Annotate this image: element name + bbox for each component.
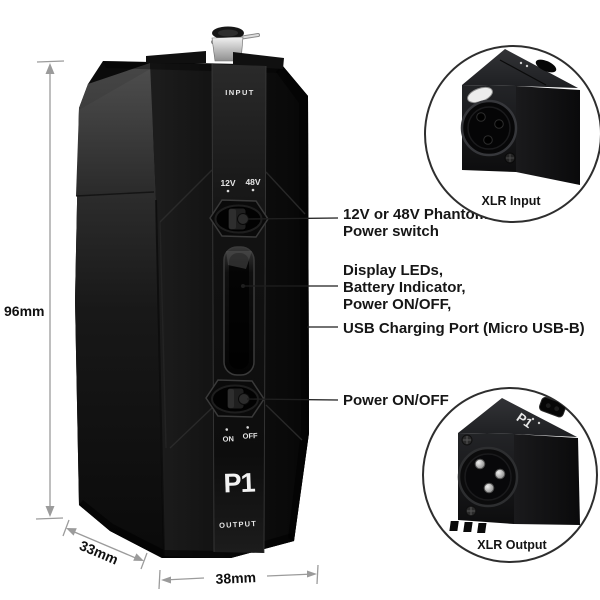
annotation-line: Power ON/OFF,: [343, 296, 451, 313]
dimension-depth-label: 33mm: [77, 537, 121, 568]
label-off: OFF: [242, 431, 258, 441]
device-side-facet: [76, 68, 154, 196]
annotation-display-leds: Display LEDs, Battery Indicator, Power O…: [343, 262, 466, 313]
annotation-line: Battery Indicator,: [343, 279, 466, 296]
phantom-voltage-labels: 12V 48V: [220, 177, 261, 193]
screw: [461, 434, 473, 446]
leader-lines: [241, 217, 339, 401]
model-label: P1: [223, 467, 256, 498]
xlr-male-pins: [474, 458, 506, 494]
contact-ridges: [449, 521, 487, 533]
annotation-line: Display LEDs,: [343, 262, 443, 279]
dimension-width: [158, 564, 319, 590]
annotation-usb-port: USB Charging Port (Micro USB-B): [343, 320, 585, 337]
dimension-height-label: 96mm: [4, 303, 44, 319]
facet-creases: [159, 169, 306, 449]
phantom-power-toggle-switch: [209, 199, 269, 238]
label-12v: 12V: [220, 178, 235, 188]
led-display-window: [223, 246, 255, 376]
phantom-power-device: INPUT 12V 48V: [75, 26, 309, 558]
annotation-phantom-switch: 12V or 48V Phantom Power switch: [343, 206, 488, 240]
xlr-output-label: XLR Output: [477, 538, 547, 552]
label-48v: 48V: [245, 177, 260, 187]
screw: [504, 152, 516, 164]
callout-model-label: P1: [514, 410, 536, 431]
label-on: ON: [222, 434, 234, 444]
xlr-female-holes: [476, 112, 504, 145]
screw: [465, 505, 477, 517]
xlr-input-callout: XLR Input: [424, 45, 600, 223]
annotation-line: 12V or 48V Phantom: [343, 206, 488, 223]
annotation-line: Power ON/OFF: [343, 392, 449, 409]
xlr-output-callout: P1: [422, 387, 598, 563]
annotation-power-switch: Power ON/OFF: [343, 392, 449, 409]
power-toggle-switch: [205, 379, 265, 418]
dimension-width-label: 38mm: [215, 569, 256, 587]
input-label: INPUT: [225, 88, 255, 97]
annotation-line: Power switch: [343, 223, 439, 240]
top-xlr-latch: [211, 26, 260, 62]
xlr-input-label: XLR Input: [481, 194, 541, 208]
xlr-input-photo: [460, 49, 580, 185]
dimension-depth: [62, 519, 148, 570]
on-off-labels: ON OFF: [222, 426, 258, 444]
output-label: OUTPUT: [219, 519, 257, 530]
annotation-line: USB Charging Port (Micro USB-B): [343, 320, 585, 337]
dimension-height: [35, 60, 65, 520]
